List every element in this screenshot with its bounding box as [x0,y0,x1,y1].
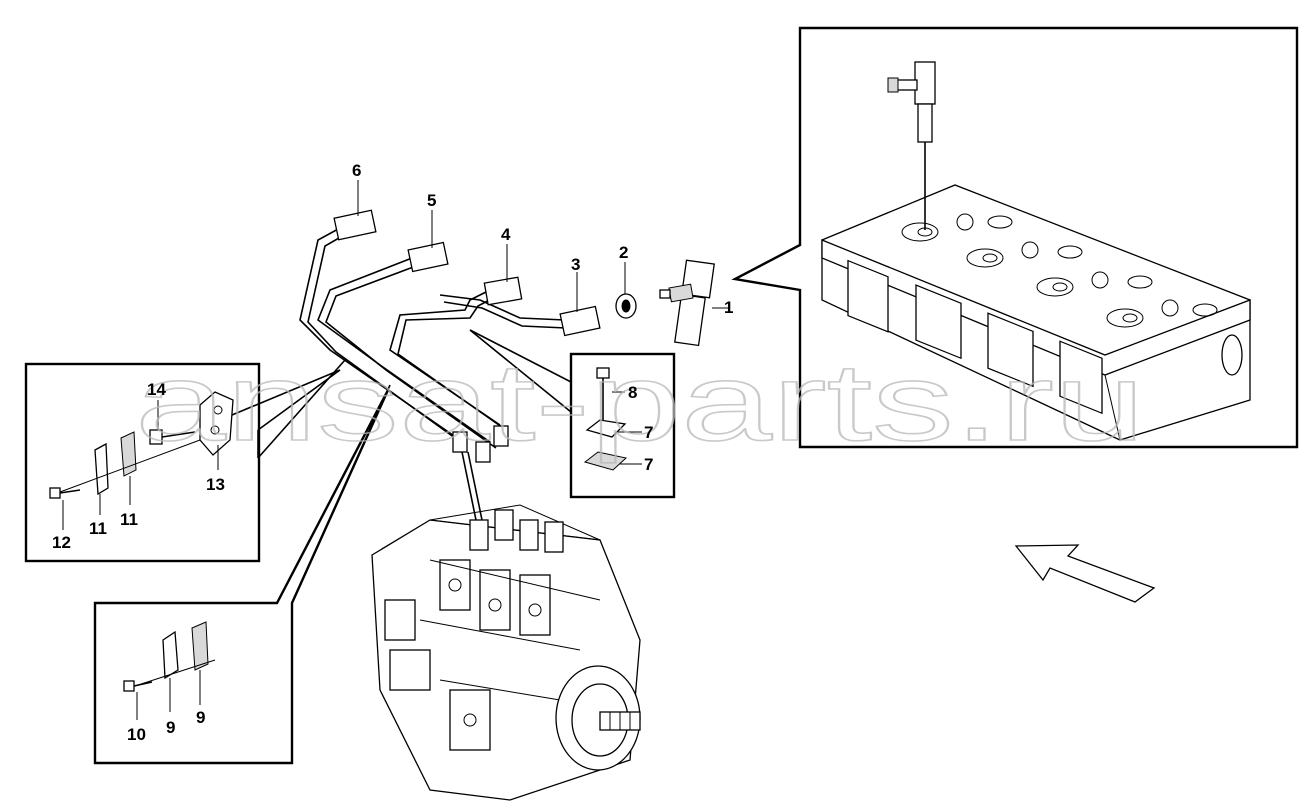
callout-7-upper: 7 [644,423,653,442]
sealing-washer [615,293,637,319]
fuel-injection-lines [299,209,601,521]
callout-3: 3 [571,255,580,274]
injection-pump [371,504,641,801]
callout-labels: 1 2 3 4 5 6 8 7 7 14 13 11 11 12 10 9 9 [52,161,733,744]
injector-detail-part [887,61,936,230]
callout-9-right: 9 [196,708,205,727]
cylinder-head-detail [731,26,1299,449]
injector-part [659,259,730,347]
callout-14: 14 [147,380,166,399]
callout-4: 4 [501,225,511,244]
clamp-detail-box-upper [24,359,346,563]
callout-2: 2 [619,243,628,262]
callout-9-left: 9 [166,718,175,737]
callout-7-lower: 7 [644,455,653,474]
callout-11-right: 11 [120,510,138,529]
clamp-detail-box-lower [93,384,391,765]
callout-13: 13 [206,475,225,494]
callout-leaders [357,180,626,312]
watermark-text: ansat-parts.ru [135,341,1145,464]
callout-5: 5 [427,191,436,210]
callout-10: 10 [127,725,146,744]
clip-detail-box [469,329,676,499]
callout-8: 8 [628,383,637,402]
view-direction-arrow [1014,544,1156,603]
callout-11-left: 11 [89,519,107,538]
callout-1: 1 [724,298,733,317]
callout-12: 12 [52,533,71,552]
callout-6: 6 [352,161,361,180]
